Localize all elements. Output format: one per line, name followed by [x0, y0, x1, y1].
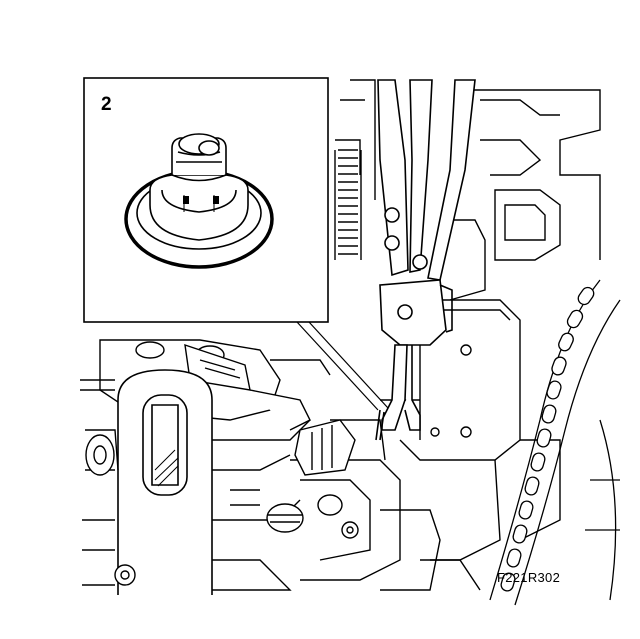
timing-chain [489, 279, 621, 606]
detail-inset [83, 77, 329, 323]
lifting-eye [117, 369, 213, 595]
callout-leader [296, 321, 389, 411]
seal-installer-pliers [375, 79, 476, 441]
spark-plug [266, 419, 356, 533]
valve-stem-seal [124, 133, 274, 269]
figure-code: F221R302 [497, 570, 561, 585]
step-number: 2 [101, 94, 112, 115]
valve-spring [334, 149, 362, 260]
